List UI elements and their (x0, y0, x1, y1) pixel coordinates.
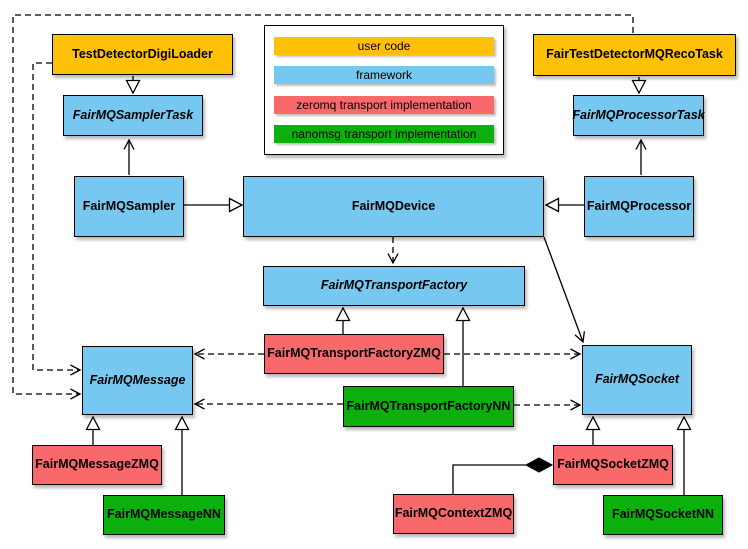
node-fairmqprocessor: FairMQProcessor (584, 176, 694, 237)
legend-item-framework: framework (274, 66, 494, 85)
node-fairmqmessagenn: FairMQMessageNN (103, 495, 225, 535)
legend: user code framework zeromq transport imp… (264, 25, 504, 155)
edge-socketzmq-composes-contextzmq (452, 464, 526, 494)
node-fairmqmessagezmq: FairMQMessageZMQ (32, 445, 162, 485)
composition-diamond-icon (524, 457, 554, 473)
legend-item-nanomsg: nanomsg transport implementation (274, 124, 494, 143)
node-fairmqprocessortask: FairMQProcessorTask (572, 95, 705, 136)
edge-device-uses-socket (543, 236, 586, 344)
node-fairmqtransportfactory: FairMQTransportFactory (263, 266, 525, 306)
node-fairmqdevice: FairMQDevice (243, 176, 544, 237)
node-fairmqsamplertask: FairMQSamplerTask (63, 95, 203, 136)
node-fairmqsampler: FairMQSampler (74, 176, 184, 237)
node-fairtestdetectormqrecotask: FairTestDetectorMQRecoTask (533, 34, 736, 76)
node-fairmqtransportfactoryzmq: FairMQTransportFactoryZMQ (264, 334, 444, 374)
edge-recotask-depends-message (12, 14, 634, 400)
node-testdetectordigiloader: TestDetectorDigiLoader (52, 34, 233, 75)
legend-item-zeromq: zeromq transport implementation (274, 95, 494, 114)
node-fairmqsocket: FairMQSocket (582, 345, 692, 415)
edge-testloader-depends-message (32, 62, 82, 376)
node-fairmqcontextzmq: FairMQContextZMQ (393, 494, 514, 534)
node-fairmqmessage: FairMQMessage (82, 346, 193, 415)
legend-item-user-code: user code (274, 37, 494, 56)
node-fairmqsocketnn: FairMQSocketNN (603, 495, 723, 535)
node-fairmqsocketzmq: FairMQSocketZMQ (553, 445, 673, 485)
node-fairmqtransportfactorynn: FairMQTransportFactoryNN (343, 386, 514, 427)
